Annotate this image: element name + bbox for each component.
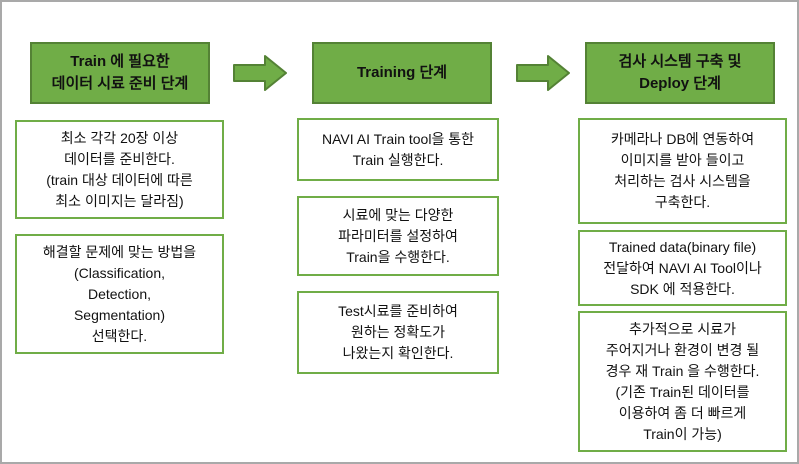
step-choose-method: 해결할 문제에 맞는 방법을 (Classification, Detectio…: [15, 234, 224, 354]
step-deliver-trained-data: Trained data(binary file) 전달하여 NAVI AI T…: [578, 230, 787, 306]
step-set-parameters: 시료에 맞는 다양한 파라미터를 설정하여 Train을 수행한다.: [297, 196, 499, 276]
step-deliver-trained-data-text: Trained data(binary file) 전달하여 NAVI AI T…: [603, 238, 762, 297]
step-build-inspection-system-text: 카메라나 DB에 연동하여 이미지를 받아 들이고 처리하는 검사 시스템을 구…: [610, 131, 755, 210]
step-prepare-data: 최소 각각 20장 이상 데이터를 준비한다. (train 대상 데이터에 따…: [15, 120, 224, 219]
step-verify-accuracy: Test시료를 준비하여 원하는 정확도가 나왔는지 확인한다.: [297, 291, 499, 374]
step-set-parameters-text: 시료에 맞는 다양한 파라미터를 설정하여 Train을 수행한다.: [338, 206, 458, 265]
step-run-train-tool-text: NAVI AI Train tool을 통한 Train 실행한다.: [322, 130, 474, 168]
stage-header-deploy: 검사 시스템 구축 및 Deploy 단계: [585, 42, 775, 104]
step-verify-accuracy-text: Test시료를 준비하여 원하는 정확도가 나왔는지 확인한다.: [338, 303, 458, 361]
stage-header-training: Training 단계: [312, 42, 492, 104]
step-choose-method-text: 해결할 문제에 맞는 방법을 (Classification, Detectio…: [42, 243, 197, 344]
step-retrain-text: 추가적으로 시료가 주어지거나 환경이 변경 될 경우 재 Train 을 수행…: [605, 320, 760, 442]
arrow-right-icon: [515, 54, 571, 92]
stage-header-data-prep: Train 에 필요한 데이터 시료 준비 단계: [30, 42, 210, 104]
stage-header-data-prep-label: Train 에 필요한 데이터 시료 준비 단계: [51, 53, 189, 92]
step-build-inspection-system: 카메라나 DB에 연동하여 이미지를 받아 들이고 처리하는 검사 시스템을 구…: [578, 118, 787, 224]
arrow-right-shape: [233, 55, 287, 91]
step-prepare-data-text: 최소 각각 20장 이상 데이터를 준비한다. (train 대상 데이터에 따…: [46, 129, 193, 209]
arrow-right-shape: [516, 55, 570, 91]
stage-header-training-label: Training 단계: [356, 64, 448, 82]
stage-header-deploy-label: 검사 시스템 구축 및 Deploy 단계: [618, 53, 742, 92]
step-retrain: 추가적으로 시료가 주어지거나 환경이 변경 될 경우 재 Train 을 수행…: [578, 311, 787, 452]
arrow-right-icon: [232, 54, 288, 92]
step-run-train-tool: NAVI AI Train tool을 통한 Train 실행한다.: [297, 118, 499, 181]
